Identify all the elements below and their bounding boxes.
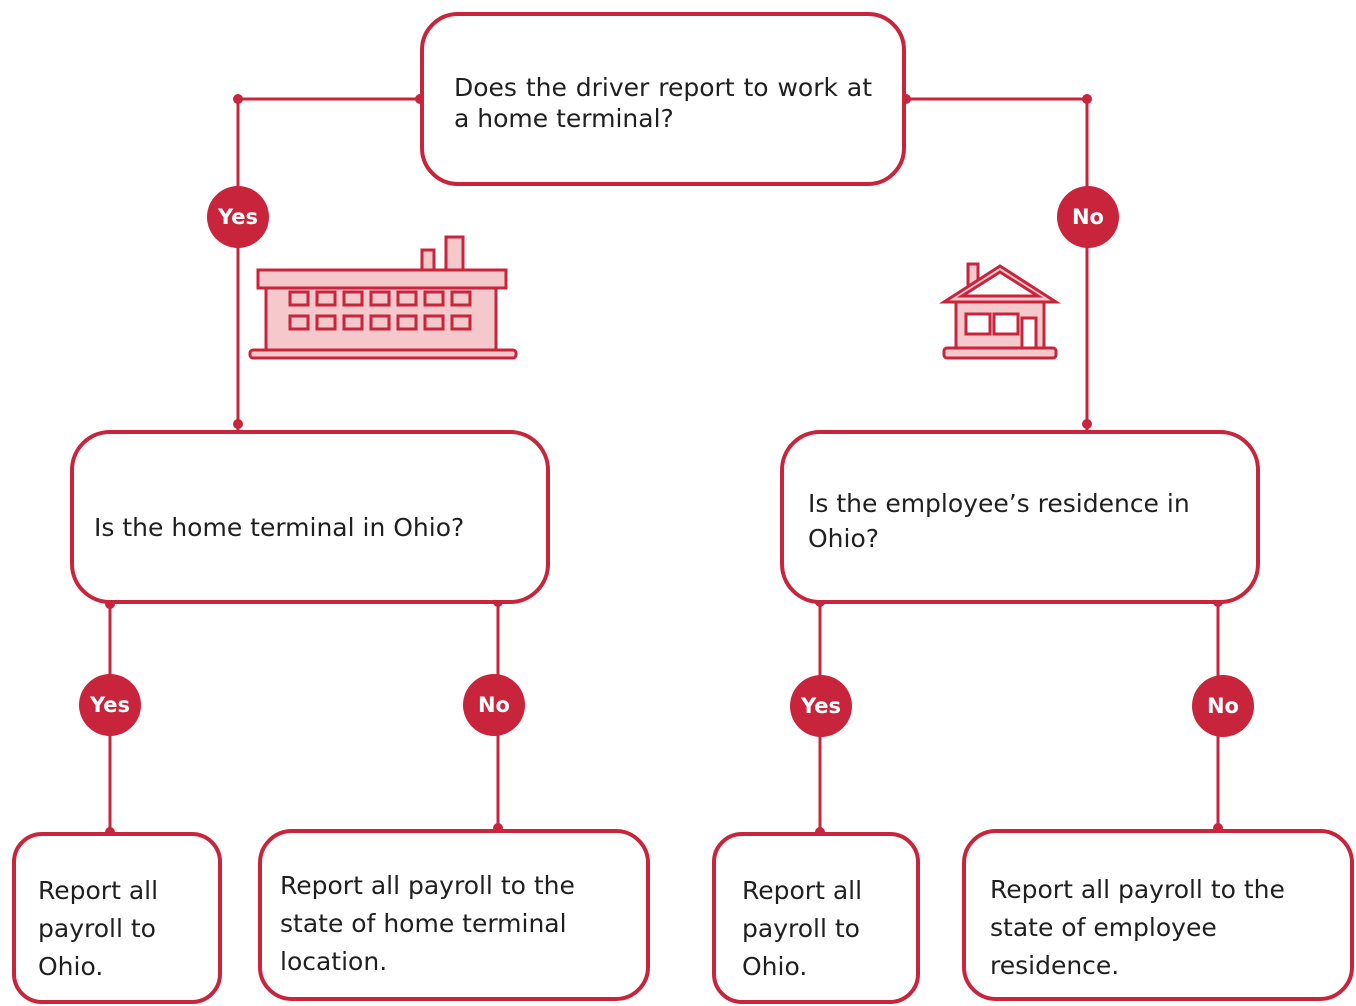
yes-badge-top: Yes [207, 186, 269, 248]
result-right-yes: Report all payroll to Ohio. [712, 832, 920, 1004]
top-question-box: Does the driver report to work at a home… [420, 12, 906, 186]
result-right-no: Report all payroll to the state of emplo… [962, 829, 1354, 1001]
top-question-text: Does the driver report to work at a home… [454, 73, 872, 133]
result-left-no: Report all payroll to the state of home … [258, 829, 650, 1001]
result-right-yes-text: Report all payroll to Ohio. [742, 876, 863, 981]
yes-badge-left: Yes [79, 674, 141, 736]
result-left-yes-text: Report all payroll to Ohio. [38, 876, 159, 981]
result-right-no-text: Report all payroll to the state of emplo… [990, 875, 1285, 980]
no-badge-right: No [1192, 675, 1254, 737]
result-left-no-text: Report all payroll to the state of home … [280, 871, 575, 976]
right-question-box: Is the employee’s residence in Ohio? [780, 430, 1260, 604]
yes-badge-right: Yes [790, 675, 852, 737]
right-question-text: Is the employee’s residence in Ohio? [808, 489, 1190, 553]
factory-icon [248, 235, 518, 360]
no-badge-left: No [463, 674, 525, 736]
house-icon [938, 262, 1062, 360]
left-question-text: Is the home terminal in Ohio? [94, 513, 465, 542]
left-question-box: Is the home terminal in Ohio? [70, 430, 550, 604]
no-badge-top: No [1057, 186, 1119, 248]
result-left-yes: Report all payroll to Ohio. [12, 832, 222, 1004]
